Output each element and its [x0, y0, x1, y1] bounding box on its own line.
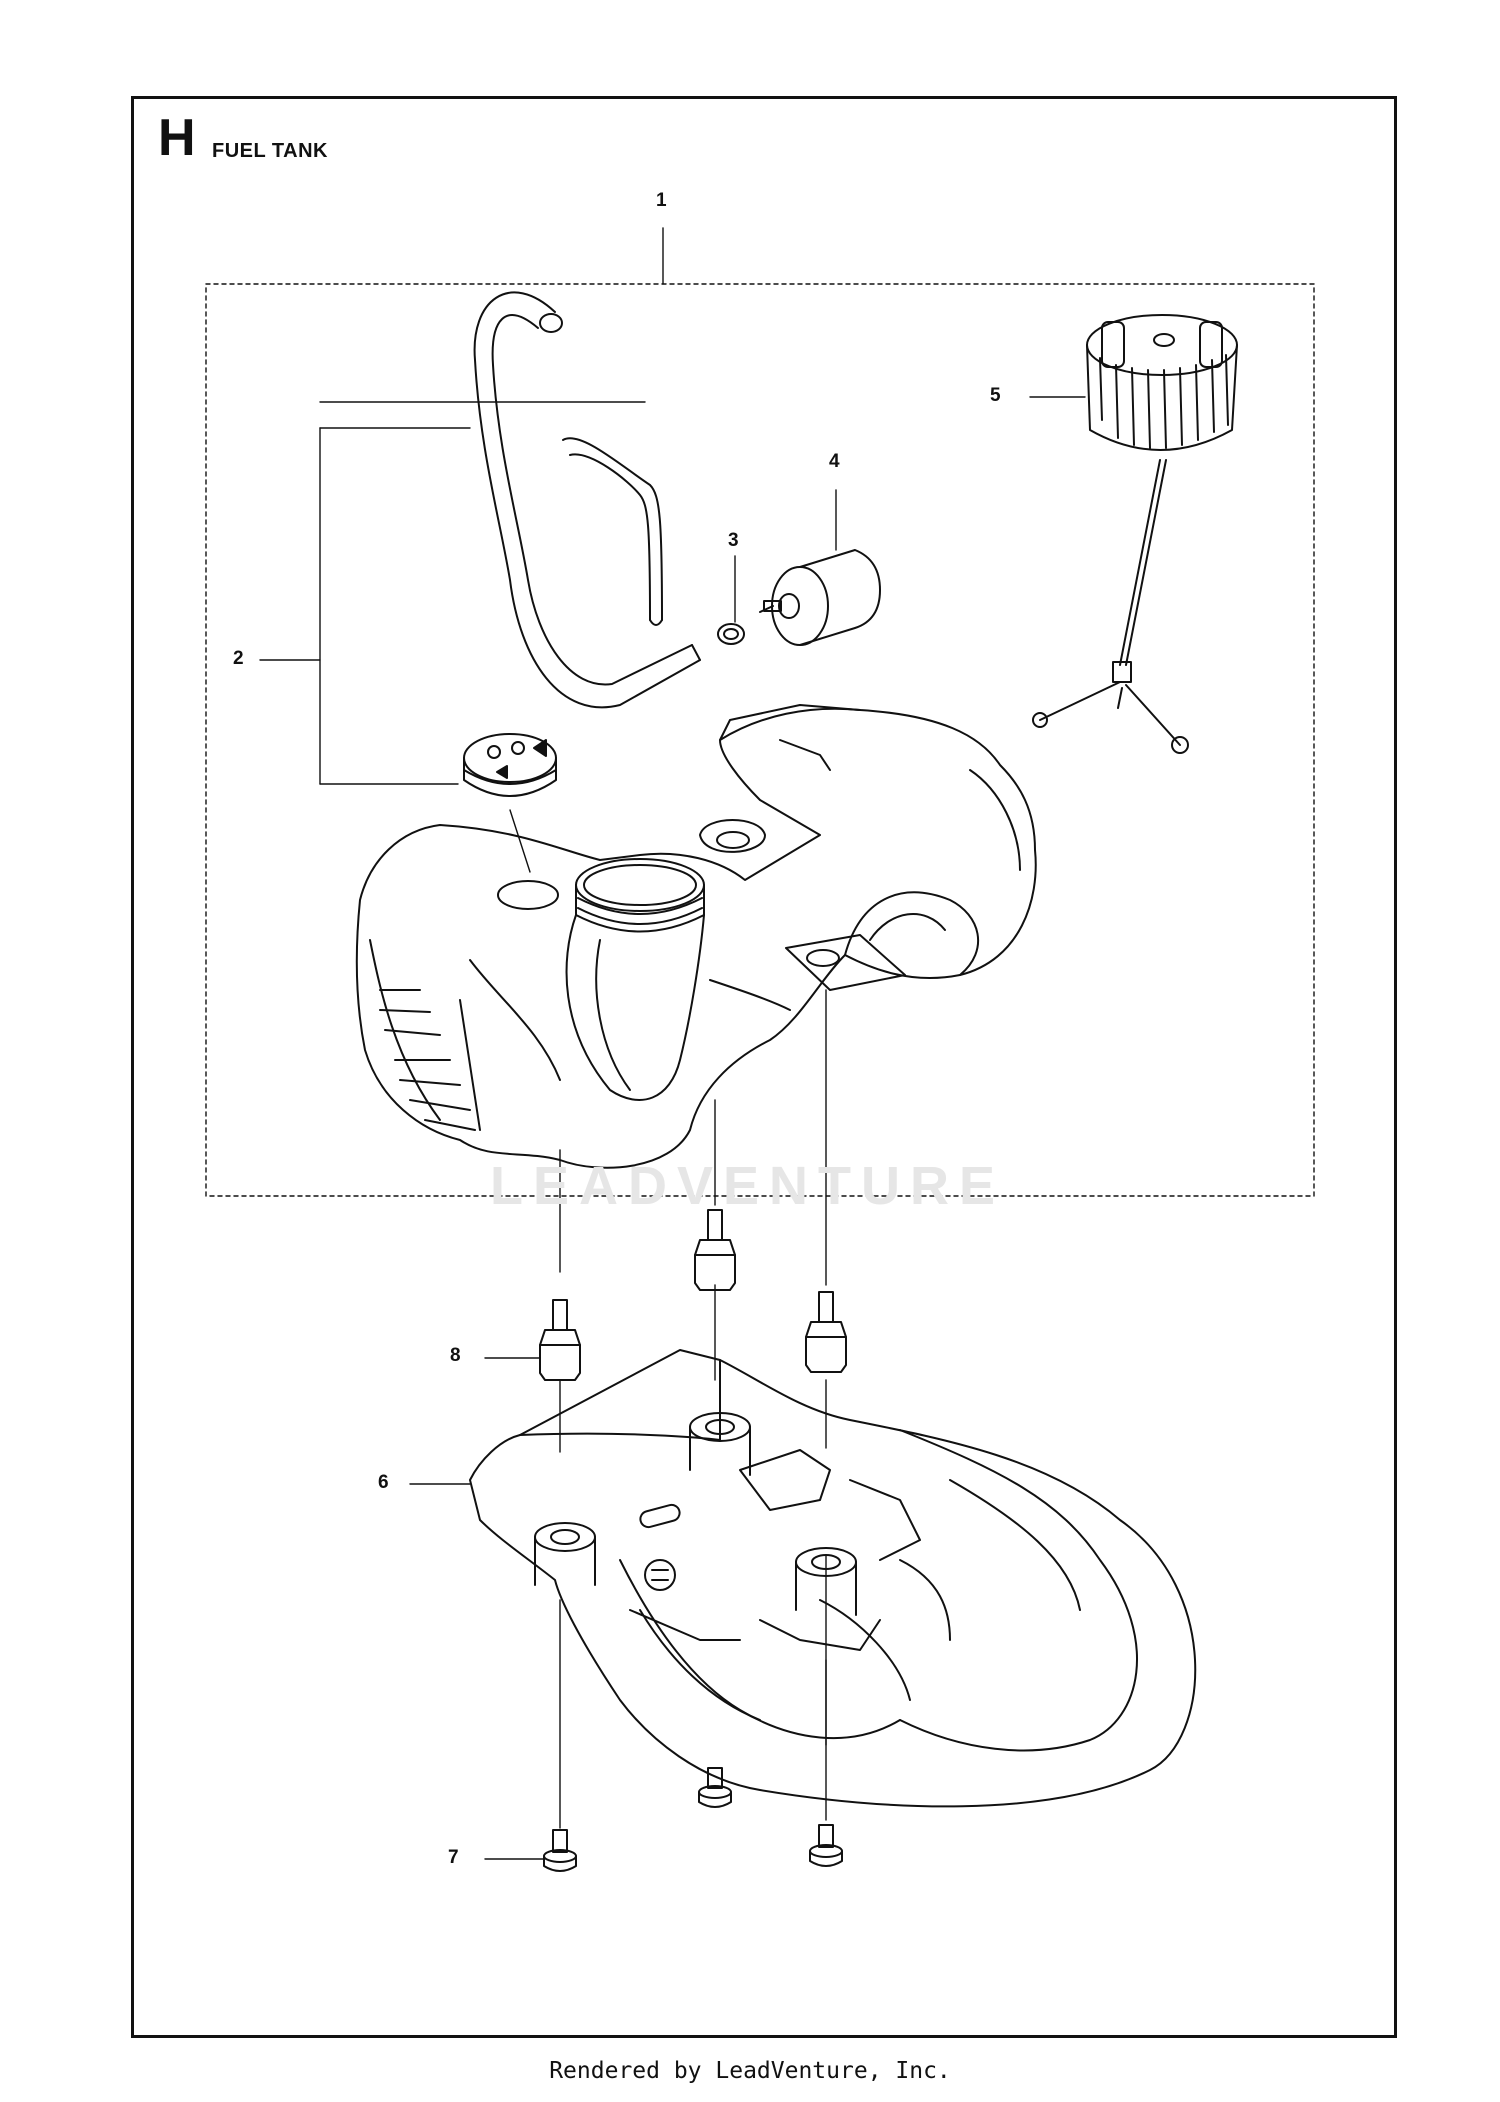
grommet-guide — [509, 809, 531, 873]
fuel-cap — [1032, 314, 1238, 754]
footer-credit: Rendered by LeadVenture, Inc. — [549, 2058, 951, 2084]
assembly-leaders — [559, 989, 827, 1829]
callout-4[interactable]: 4 — [829, 451, 840, 472]
callout-7[interactable]: 7 — [448, 1847, 459, 1868]
diagram-frame — [131, 96, 1397, 2038]
section-letter: H — [158, 109, 196, 167]
clamp — [717, 623, 745, 645]
grommet — [463, 733, 557, 797]
screw-right — [809, 1824, 843, 1867]
callout-1[interactable]: 1 — [656, 190, 667, 211]
spacer-middle — [694, 1209, 736, 1291]
leader-2 — [259, 401, 646, 785]
callout-3[interactable]: 3 — [728, 530, 739, 551]
section-title: FUEL TANK — [212, 140, 328, 162]
callout-2[interactable]: 2 — [233, 648, 244, 669]
callout-8[interactable]: 8 — [450, 1345, 461, 1366]
callout-6[interactable]: 6 — [378, 1472, 389, 1493]
handle — [469, 1349, 1197, 1808]
screw-middle — [698, 1767, 732, 1808]
spacer-left — [539, 1299, 581, 1381]
screw-left — [543, 1829, 577, 1872]
fuel-hose — [473, 291, 701, 709]
fuel-filter — [759, 549, 881, 646]
assembly-1-boundary — [205, 283, 1315, 1197]
fuel-tank — [355, 704, 1037, 1169]
watermark: LEADVENTURE — [490, 1156, 1006, 1216]
callout-5[interactable]: 5 — [990, 385, 1001, 406]
breather-tube — [562, 437, 663, 626]
spacer-right — [805, 1291, 847, 1373]
